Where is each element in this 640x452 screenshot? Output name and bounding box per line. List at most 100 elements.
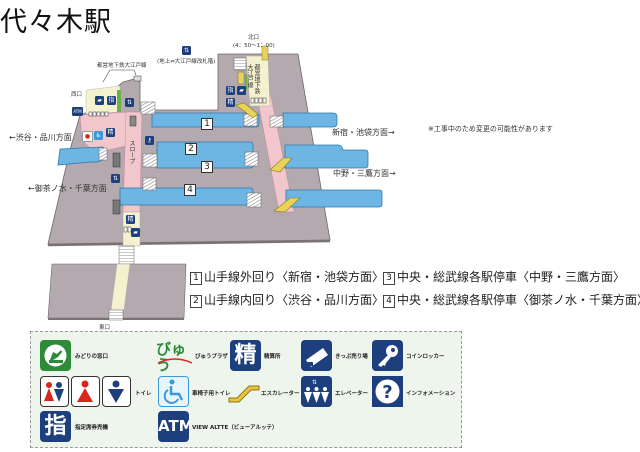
direction-shinjuku: 新宿・池袋方面→ [332, 128, 395, 137]
coin-locker-icon [372, 340, 403, 371]
midori-window-label: みどりの窓口 [75, 354, 109, 360]
map-elevator-icon: ⇅ [111, 174, 120, 183]
north-exit-label: 北口 [248, 35, 260, 41]
wheelchair-toilet-label: 車椅子用トイレ [192, 391, 231, 397]
wheelchair-toilet-icon [158, 376, 189, 407]
elevator-shaft [129, 115, 137, 127]
elevator-shaft [112, 199, 121, 215]
elevator-shaft [112, 152, 121, 168]
map-toilet-icon: ● [82, 131, 93, 142]
line-number-box: 2 [190, 295, 202, 308]
map-fare-adjustment-icon: 精 [226, 98, 235, 107]
escalator [273, 197, 301, 213]
west-exit-label: 西口 [71, 92, 83, 98]
station-title: 代々木駅 [0, 7, 112, 38]
direction-ochanomizu: ←御茶ノ水・千葉方面 [28, 184, 107, 193]
map-reserved-ticket-icon: 指 [226, 86, 235, 95]
east-stairs-lower [108, 309, 124, 321]
atm-icon: ATM [158, 411, 189, 442]
escalator [235, 102, 259, 119]
map-fare-adjustment-icon: 精 [106, 128, 115, 137]
information-icon: ? [372, 376, 403, 407]
track-number-2: 2 [185, 143, 197, 155]
direction-nakano: 中野・三鷹方面→ [333, 169, 396, 178]
toilet-men-icon [102, 376, 131, 407]
toilet-mixed-icon [40, 376, 69, 407]
stairs [142, 153, 158, 168]
map-atm-icon: ATM [72, 107, 83, 116]
elevator-label: エレベーター [335, 391, 369, 397]
oedo-entrance-box [133, 75, 142, 82]
north-exit-hours: (4：50～1：00) [233, 43, 275, 49]
reserved-ticket-machine-icon: 指 [40, 411, 71, 442]
coin-locker-label: コインロッカー [406, 354, 445, 360]
view-plaza-logo: びゅう [156, 341, 194, 373]
track-number-1: 1 [201, 118, 213, 130]
stairs [142, 177, 157, 191]
east-passage [110, 263, 131, 311]
stairs [269, 115, 284, 128]
fare-adjustment-icon: 精 [230, 340, 261, 371]
map-wheelchair-icon: ♿ [94, 131, 103, 140]
floor-edge-shadow [47, 239, 331, 247]
direction-shibuya: ←渋谷・品川方面 [9, 133, 72, 142]
svg-text:⇅: ⇅ [312, 379, 317, 386]
map-ticket-icon: ▰ [131, 228, 140, 237]
oedo-transfer-note: (地上⇔大江戸線改札階) [157, 59, 216, 65]
elevator-icon: ⇅ [301, 376, 332, 407]
stairs [246, 192, 262, 208]
oedo-vertical-label-2: 大江戸線 [246, 64, 253, 88]
west-ticket-gates [88, 111, 109, 117]
reserved-ticket-machine-label: 指定席券売機 [75, 425, 109, 431]
information-label: インフォメーション [406, 391, 456, 397]
icon-legend: みどりの窓口 びゅう びゅうプラザ 精 精算所 きっぷ売り場 コインロッカー ト… [30, 331, 462, 448]
midori-window-icon [40, 340, 71, 371]
north-ticket-gates [250, 97, 267, 104]
track-number-3: 3 [201, 161, 213, 173]
line-description: 山手線外回り〈新宿・池袋方面〉 [204, 270, 385, 284]
slope-label: スロープ [128, 140, 135, 164]
atm-label: VIEW ALTTE（ビューアルッテ） [192, 425, 278, 431]
ticket-machine-label: きっぷ売り場 [335, 354, 368, 360]
oedo-vertical-label-1: 都営地下鉄 [253, 64, 260, 94]
platform-2-3-right [284, 144, 369, 169]
stairs [244, 151, 259, 167]
map-fare-adjustment-icon: 精 [126, 215, 135, 224]
line-description: 中央・総武線各駅停車〈御茶ノ水・千葉方面〉 [397, 293, 640, 307]
map-ticket-icon: ▰ [237, 86, 246, 95]
toilet-label: トイレ [135, 391, 152, 397]
view-logo-text: びゅう [156, 340, 187, 374]
map-coin-locker-icon: ⚷ [145, 136, 154, 145]
track-number-4: 4 [184, 184, 196, 196]
stairs [140, 101, 156, 115]
escalator [269, 157, 293, 173]
map-reserved-ticket-icon: 指 [107, 96, 116, 105]
east-exit-label: 東口 [99, 325, 111, 331]
svg-text:?: ? [382, 382, 392, 403]
ticket-machine-icon [301, 340, 332, 371]
escalator-icon [227, 382, 261, 404]
north-exit-area [245, 55, 271, 107]
map-elevator-icon: ⇅ [182, 46, 191, 55]
line-number-box: 4 [383, 295, 395, 308]
oedo-line-label: 都営地下鉄大江戸線 [97, 63, 147, 69]
line-description: 中央・総武線各駅停車〈中野・三鷹方面〉 [397, 270, 626, 284]
platform-4-right [285, 189, 383, 208]
oedo-entrance-strip [117, 90, 121, 112]
north-escalator [261, 45, 269, 61]
north-stairs [233, 57, 247, 71]
line-description: 山手線内回り〈渋谷・品川方面〉 [204, 293, 385, 307]
line-number-box: 1 [190, 272, 202, 285]
north-elevator-shaft [237, 71, 245, 85]
escalator-label: エスカレーター [261, 391, 300, 397]
east-stairs-upper [118, 245, 135, 265]
oedo-leader-line [102, 69, 137, 83]
fare-adjustment-label: 精算所 [264, 354, 281, 360]
construction-notice: ※工事中のため変更の可能性があります [428, 125, 553, 133]
view-plaza-label: びゅうプラザ [195, 354, 228, 360]
toilet-women-icon [71, 376, 100, 407]
